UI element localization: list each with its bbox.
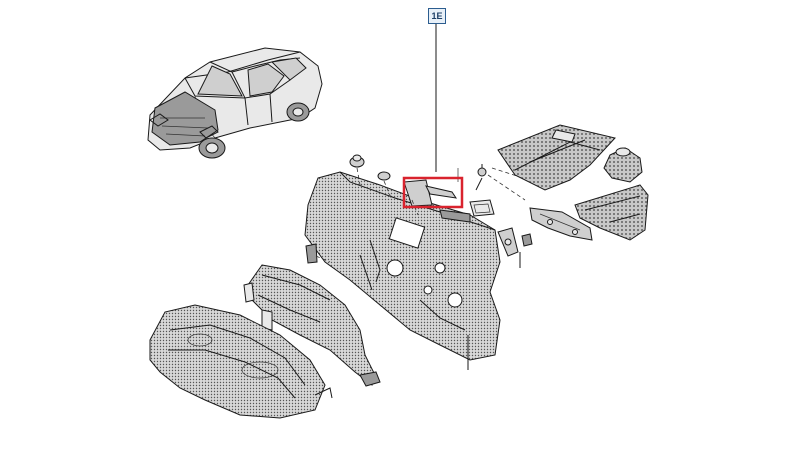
car-sedan-illustration [147,47,323,159]
floor-insulation-mat [497,124,616,191]
small-bracket-parts [497,227,533,268]
gear-lever-boot [603,147,643,183]
engine-bay-insulation [243,264,381,387]
referenced-insulation-pads [403,168,471,223]
reference-label-box: 1E [428,8,446,24]
cross-member-bracket [529,207,593,241]
grommet-clip-parts [305,154,393,264]
mounting-plate [469,199,495,217]
tunnel-insulation-piece [574,184,649,241]
fastener-clip [475,164,546,201]
hood-insulation-pad [149,304,333,419]
highlight-box [402,176,464,209]
